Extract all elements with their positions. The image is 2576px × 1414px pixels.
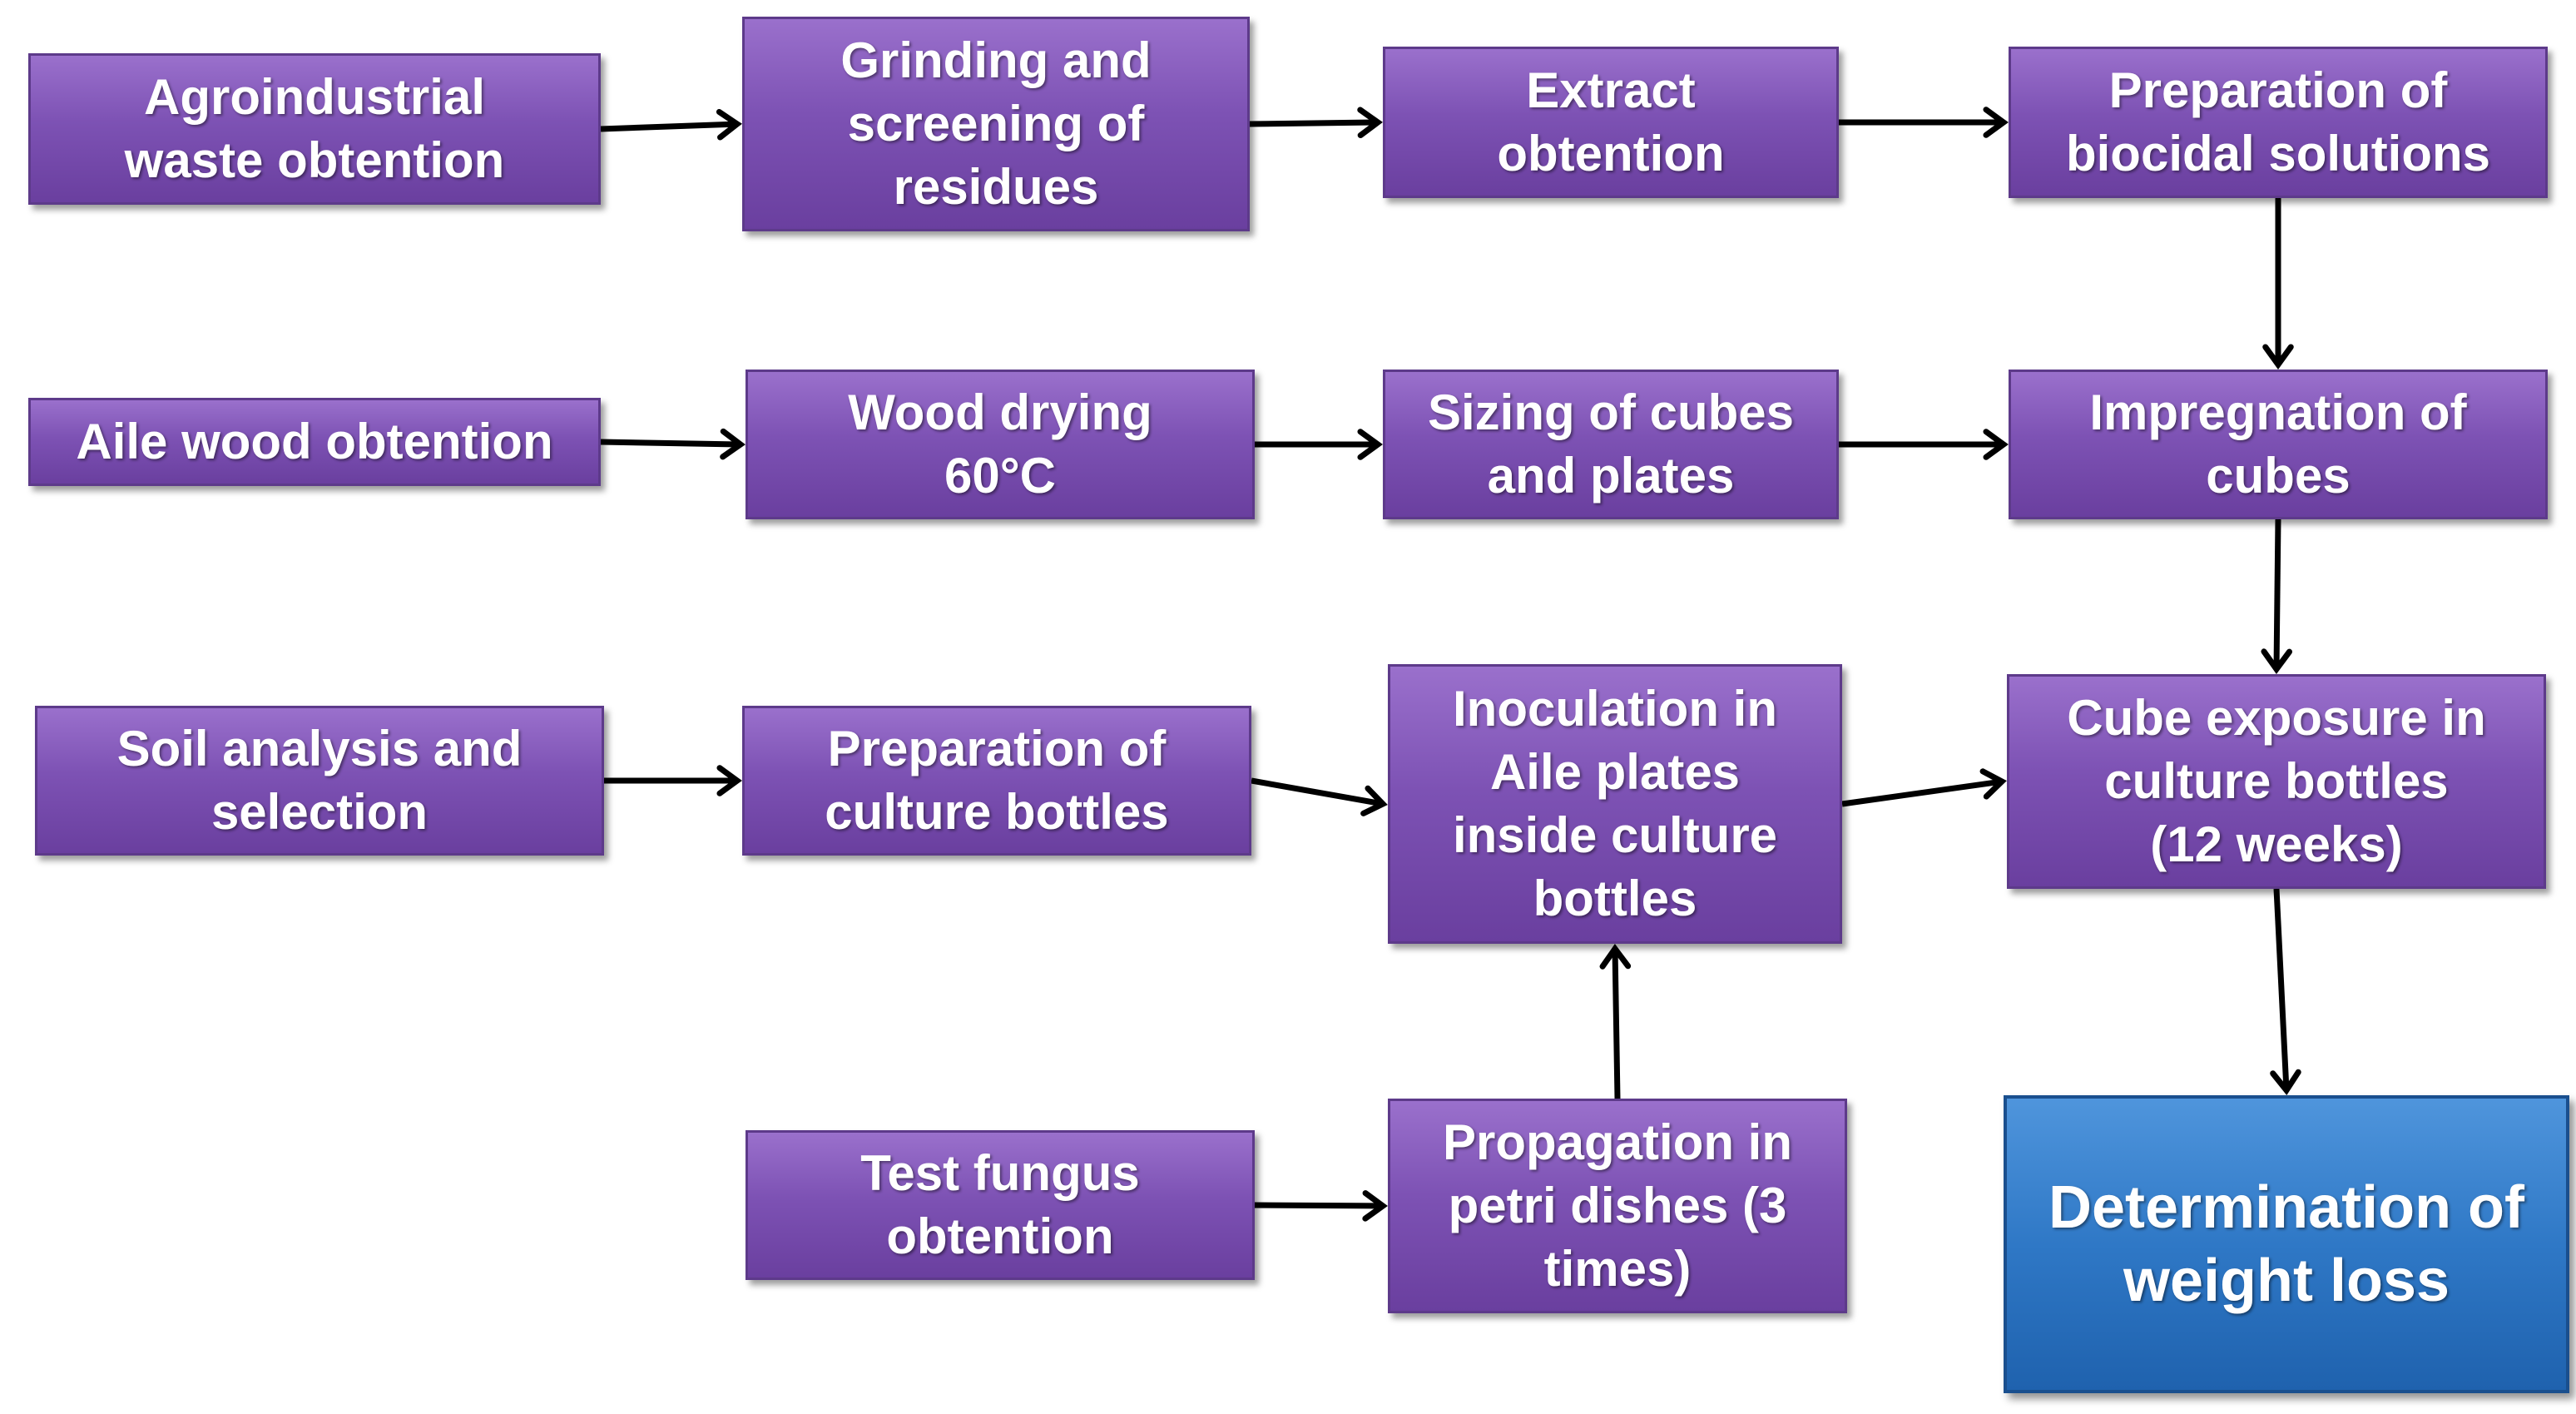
arrow-shaft — [1249, 119, 1377, 127]
arrow-aile_wood-to-wood_drying — [600, 428, 746, 460]
step-extract-obtention: Extract obtention — [1383, 47, 1839, 198]
step-agroindustrial-waste-obtention: Agroindustrial waste obtention — [28, 53, 601, 205]
arrow-head — [2270, 1069, 2301, 1095]
step-cube-exposure-in-culture-bottles: Cube exposure in culture bottles (12 wee… — [2007, 674, 2546, 889]
arrow-shaft — [600, 439, 740, 448]
arrow-shaft — [1251, 777, 1382, 807]
arrow-head — [2261, 648, 2293, 674]
arrow-wood_drying-to-sizing — [1255, 429, 1383, 460]
arrow-test_fungus-to-propagation — [1254, 1190, 1388, 1222]
step-soil-analysis-and-selection: Soil analysis and selection — [35, 706, 604, 856]
step-test-fungus-obtention: Test fungus obtention — [746, 1130, 1255, 1280]
arrow-extract-to-biocidal — [1839, 107, 2009, 138]
step-propagation-in-petri-dishes: Propagation in petri dishes (3 times) — [1388, 1099, 1847, 1313]
step-preparation-of-biocidal-solutions: Preparation of biocidal solutions — [2009, 47, 2548, 198]
arrow-head — [1979, 768, 2007, 800]
arrow-shaft — [2273, 888, 2290, 1089]
step-wood-drying: Wood drying 60°C — [746, 370, 1255, 519]
arrow-layer — [600, 107, 2301, 1222]
arrow-shaft — [1254, 1202, 1382, 1209]
arrow-shaft — [1841, 778, 2001, 807]
arrow-head — [2262, 344, 2294, 370]
step-determination-of-weight-loss: Determination of weight loss — [2004, 1095, 2569, 1393]
step-preparation-of-culture-bottles: Preparation of culture bottles — [742, 706, 1251, 856]
arrow-inoculation-to-cube_exposure — [1841, 768, 2007, 807]
arrow-head — [716, 108, 742, 141]
arrow-impregnation-to-cube_exposure — [2261, 518, 2293, 674]
step-impregnation-of-cubes: Impregnation of cubes — [2009, 370, 2548, 519]
arrow-sizing-to-impregnation — [1839, 429, 2009, 460]
arrow-propagation-to-inoculation — [1599, 944, 1632, 1099]
step-grinding-and-screening: Grinding and screening of residues — [742, 17, 1250, 231]
arrow-head — [1360, 785, 1388, 816]
arrow-shaft — [600, 121, 736, 132]
arrow-head — [1983, 107, 2009, 138]
arrow-head — [1362, 1190, 1388, 1222]
step-inoculation-in-aile-plates: Inoculation in Aile plates inside cultur… — [1388, 664, 1842, 944]
arrow-biocidal-to-impregnation — [2262, 198, 2294, 370]
arrow-soil_analysis-to-culture_bottles — [604, 765, 742, 796]
arrow-shaft — [2273, 518, 2281, 668]
arrow-agro_waste-to-grinding — [600, 108, 742, 141]
arrow-head — [1357, 429, 1383, 460]
arrow-shaft — [1612, 950, 1621, 1099]
arrow-cube_exposure-to-weight_loss — [2270, 888, 2301, 1095]
arrow-head — [720, 428, 746, 460]
arrow-culture_bottles-to-inoculation — [1251, 777, 1388, 816]
arrow-head — [716, 765, 742, 796]
step-aile-wood-obtention: Aile wood obtention — [28, 398, 601, 486]
arrow-head — [1357, 107, 1383, 139]
arrow-grinding-to-extract — [1249, 107, 1383, 139]
step-sizing-of-cubes-and-plates: Sizing of cubes and plates — [1383, 370, 1839, 519]
arrow-head — [1599, 944, 1632, 970]
arrow-head — [1983, 429, 2009, 460]
